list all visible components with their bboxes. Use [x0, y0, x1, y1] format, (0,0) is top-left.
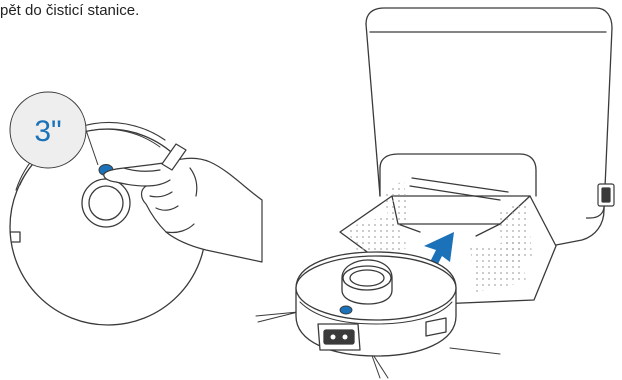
press-duration-label: 3": [34, 115, 61, 148]
robot-dock-button-icon: [340, 306, 352, 314]
